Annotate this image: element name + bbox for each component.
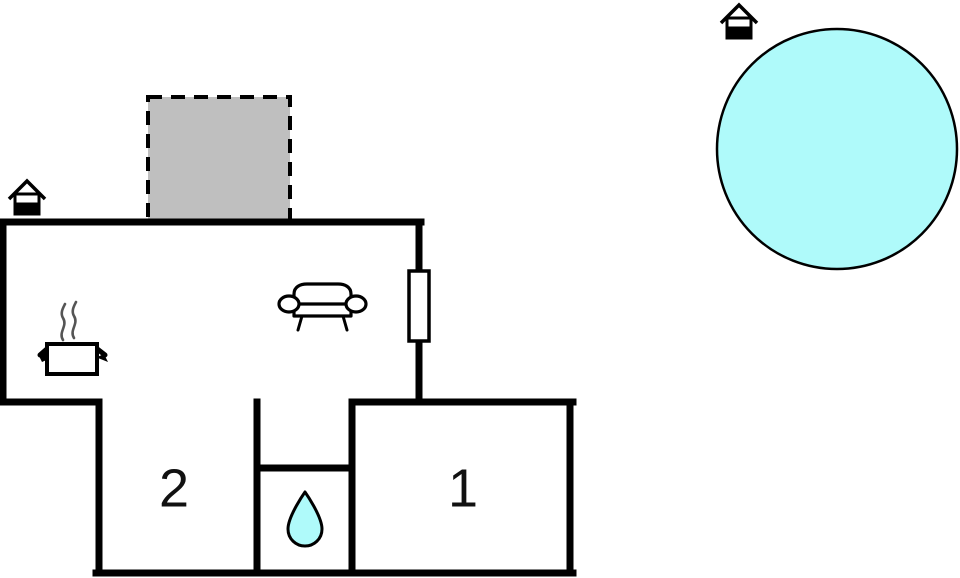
- terrace-outline: [146, 95, 292, 224]
- sofa-leg-right: [341, 314, 349, 332]
- room-label-1: 1: [448, 458, 478, 518]
- drop-shape: [286, 490, 324, 548]
- sofa-armrest-left: [277, 294, 301, 314]
- steam-wisp-right: [71, 300, 78, 340]
- sofa-icon: [277, 282, 368, 332]
- window-opening: [407, 269, 431, 343]
- pool-circle: [715, 27, 959, 271]
- sofa-backrest: [292, 282, 353, 310]
- house-body-lower: [13, 202, 41, 216]
- apartment-walls: [0, 218, 577, 577]
- sofa-seat: [292, 302, 353, 318]
- swimming-pool: [715, 27, 959, 271]
- house-body-lower: [725, 26, 753, 40]
- pot-body: [45, 342, 99, 376]
- window-frame: [407, 269, 431, 343]
- house-entrance-icon: [7, 178, 47, 216]
- steam-wisp-left: [60, 302, 67, 342]
- cooking-pot-icon: [37, 300, 108, 376]
- room-label-2: 2: [159, 458, 189, 518]
- sofa-armrest-right: [344, 294, 368, 314]
- water-drop-icon: [286, 490, 324, 548]
- house-entrance-icon: [719, 2, 759, 40]
- sofa-leg-left: [296, 314, 304, 332]
- terrace-balcony: [146, 95, 292, 224]
